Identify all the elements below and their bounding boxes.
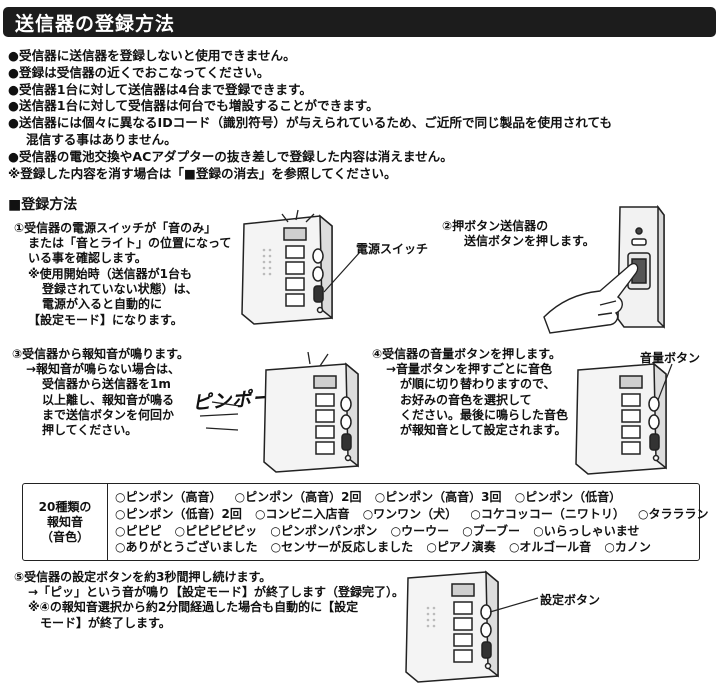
melody-item: ○ピンポン（高音） [115,490,222,504]
receiver-illustration-5 [405,570,539,683]
melody-list: ○ピンポン（高音） ○ピンポン（高音）2回 ○ピンポン（高音）3回 ○ピンポン（… [115,489,709,556]
step5-line: ⑤受信器の設定ボタンを約3秒間押し続けます。 [14,570,272,584]
step1-note-line: 【設定モード】になります。 [28,312,183,327]
step1-text: ①受信器の電源スイッチが「音のみ」 または「音とライト」の位置になって いる事を… [14,221,231,267]
melody-row: ○ピンポン（高音） ○ピンポン（高音）2回 ○ピンポン（高音）3回 ○ピンポン（… [115,489,697,506]
step4-line: →音量ボタンを押すごとに音色 [386,362,553,377]
melody-item: ○タラララン [638,506,709,521]
melody-item: ○ピピピピピッ [174,523,258,538]
melody-row: ○ピンポン（低音）2回 ○コンビニ入店音 ○ワンワン（犬） ○コケコッコー（ニワ… [115,506,709,523]
melody-item: ○オルゴール音 [508,540,592,555]
step1-note: ※使用開始時（送信器が1台も 登録されていない状態）は、 電源が入ると自動的に … [28,267,198,328]
melody-item: ○センサーが反応しました [270,540,414,555]
melody-header-line: （音色） [40,529,89,544]
rule-item: ●受信器1台に対して送信器は4台まで登録できます。 [8,81,312,97]
step3-line: →報知音が鳴らない場合は、 [26,362,181,377]
step4-line: が報知音として設定されます。 [400,423,567,438]
melody-item: ○ピンポン（高音）3回 [374,490,502,504]
receiver-illustration-3 [199,352,359,473]
receiver-illustration-4 [575,362,673,475]
rule-item: ●受信器に送信器を登録しないと使用できません。 [8,48,296,63]
melody-item: ○ウーウー [390,523,450,538]
melody-item: ○ブーブー [462,523,521,538]
step3-line: 以上離し、報知音が鳴る [42,392,175,407]
rule-item: ※登録した内容を消す場合は「■登録の消去」を参照してください。 [8,165,397,181]
rule-item: ●送信器1台に対して受信器は何台でも増設することができます。 [8,98,379,114]
melody-row: ○ピピピ ○ピピピピピッ ○ピンポンパンポン ○ウーウー ○ブーブー ○いらっし… [115,523,697,540]
step1-line: または「音とライト」の位置になって [28,236,232,251]
transmitter-illustration [543,205,665,334]
step4-text: ④受信器の音量ボタンを押します。 →音量ボタンを押すごとに音色 が順に切り替わり… [372,347,568,438]
step3-line: まで送信ボタンを何回か [42,407,175,422]
melody-item: ○ピアノ演奏 [426,540,496,555]
step3-text: ③受信器から報知音が鳴ります。 →報知音が鳴らない場合は、 受信器から送信器を1… [12,347,189,438]
step5-line: モード】が終了します。 [40,615,171,630]
melody-list-box: 20種類の 報知音 （音色） ○ピンポン（高音） ○ピンポン（高音）2回 ○ピン… [22,483,709,561]
rule-item: 混信する事はありません。 [26,131,177,147]
receiver-illustration-1 [241,209,361,325]
melody-item: ○ピピピ [115,523,162,538]
step4-line: ください。最後に鳴らした音色 [400,407,569,422]
step4-line: ④受信器の音量ボタンを押します。 [372,347,561,361]
step2-line: ②押ボタン送信器の [442,219,549,233]
step1-note-line: 登録されていない状態）は、 [42,282,198,297]
step5-line: ※④の報知音選択から約2分間経過した場合も自動的に【設定 [28,600,359,615]
melody-header-line: 報知音 [46,514,83,529]
melody-row: ○ありがとうございました ○センサーが反応しました ○ピアノ演奏 ○オルゴール音… [115,539,697,556]
step1-line: いる事を確認します。 [28,251,147,266]
melody-item: ○カノン [604,540,651,555]
melody-item: ○ピンポン（低音） [514,490,622,504]
section-title: ■登録方法 [8,197,78,213]
volume-button-callout: 音量ボタン [640,351,701,365]
melody-item: ○ピンポン（低音）2回 [115,506,242,521]
step4-line: お好みの音色を選択して [400,392,532,407]
step2-line: 送信ボタンを押します。 [464,234,595,249]
melody-item: ○ピンポン（高音）2回 [234,490,362,504]
step3-line: 押してください。 [42,423,138,438]
step3-line: ③受信器から報知音が鳴ります。 [12,347,189,361]
step2-text: ②押ボタン送信器の 送信ボタンを押します。 [442,219,595,249]
melody-item: ○コケコッコー（ニワトリ） [470,506,625,521]
page-title: 送信器の登録方法 [15,13,176,35]
power-switch-callout: 電源スイッチ [356,242,429,256]
rules-list: ●受信器に送信器を登録しないと使用できません。 ●登録は受信器の近くでおこなって… [8,48,713,182]
step4-line: が順に切り替わりますので、 [400,377,556,392]
melody-header-line: 20種類の [38,499,92,514]
step5-line: →「ピッ」という音が鳴り【設定モード】が終了します（登録完了）。 [28,585,405,600]
melody-item: ○ピンポンパンポン [270,523,378,538]
step1-note-line: 電源が入ると自動的に [42,297,163,312]
rule-item: ●送信器には個々に異なるIDコード（識別符号）が与えられているため、ご近所で同じ… [8,115,613,131]
step1-note-line: ※使用開始時（送信器が1台も [28,267,193,281]
rule-item: ●受信器の電池交換やACアダプターの抜き差しで登録した内容は消えません。 [8,148,453,164]
melody-item: ○ワンワン（犬） [362,506,458,521]
rule-item: ●登録は受信器の近くでおこなってください。 [8,64,270,80]
step1-line: ①受信器の電源スイッチが「音のみ」 [14,221,217,235]
title-bar: 送信器の登録方法 [3,7,716,37]
step5-text: ⑤受信器の設定ボタンを約3秒間押し続けます。 →「ピッ」という音が鳴り【設定モー… [14,570,404,631]
setting-button-callout: 設定ボタン [540,593,601,607]
melody-list-header: 20種類の 報知音 （音色） [23,484,108,560]
melody-item: ○ありがとうございました [115,540,258,555]
melody-item: ○コンビニ入店音 [255,506,350,521]
step3-line: 受信器から送信器を1m [42,377,171,392]
melody-item: ○いらっしゃいませ [533,523,640,538]
